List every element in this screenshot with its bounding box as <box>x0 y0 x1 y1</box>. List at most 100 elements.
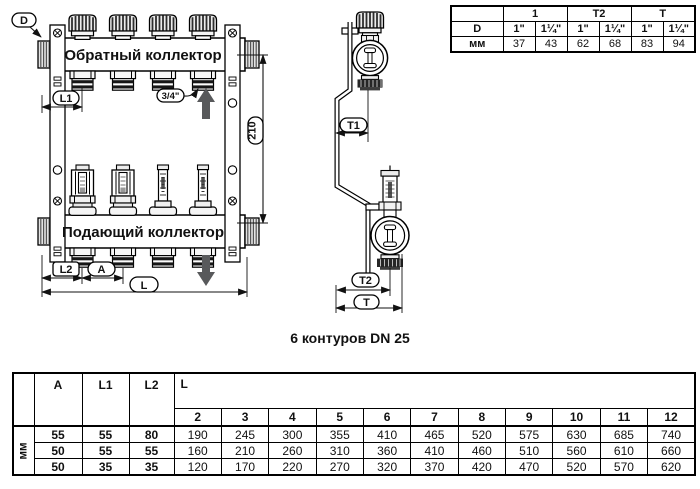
side-valve-bottom <box>370 165 410 270</box>
cell: 55 <box>81 442 130 459</box>
outlet-nut-top-1 <box>69 70 96 91</box>
svg-text:L2: L2 <box>60 264 73 276</box>
flow-meter-2 <box>109 164 137 208</box>
group-header-t2: T2 <box>566 5 632 22</box>
cell: 50 <box>33 442 83 459</box>
circuit-header: 11 <box>599 408 649 427</box>
supply-manifold-body <box>37 214 260 249</box>
dimensions-table: A L1 L2 L 2 3 4 5 6 7 8 9 10 11 12 мм 55… <box>12 372 696 476</box>
table-row: D 1" 1¼" 1" 1¼" 1" 1¼" <box>450 21 696 37</box>
dim-a: A <box>81 261 124 284</box>
circuit-header: 10 <box>552 408 601 427</box>
side-view: T1 T2 <box>334 11 410 313</box>
cell: 320 <box>362 458 412 476</box>
cell: 410 <box>410 442 459 459</box>
col-header-l: L <box>173 372 696 409</box>
cell: 190 <box>173 425 222 443</box>
cell: 160 <box>173 442 222 459</box>
cell: 660 <box>647 442 696 459</box>
cell: 520 <box>457 425 507 443</box>
circuit-header: 12 <box>647 408 696 427</box>
cell: 50 <box>33 458 83 476</box>
front-view: Обратный коллектор Подающий коллектор D <box>11 12 268 297</box>
cell: 245 <box>220 425 270 443</box>
cell: 1¼" <box>534 21 568 37</box>
cell: 465 <box>410 425 459 443</box>
outlet-nut-top-4 <box>189 70 217 91</box>
circuit-header: 6 <box>362 408 412 427</box>
dim-t1: T1 <box>335 90 369 142</box>
group-header-t: T <box>630 5 696 22</box>
corner-cell <box>12 372 35 427</box>
cell: 35 <box>128 458 175 476</box>
cell: 370 <box>410 458 459 476</box>
mounting-rail-left <box>49 24 66 263</box>
cell: 80 <box>128 425 175 443</box>
bracket-pin-bottom <box>365 203 380 211</box>
mounting-rail-right <box>224 24 241 263</box>
table-row: 50 35 35 120 170 220 270 320 370 420 470… <box>13 458 696 476</box>
cell: 1" <box>502 21 536 37</box>
cell: 94 <box>662 36 696 53</box>
valve-knob-1 <box>68 14 97 41</box>
table-row: мм 37 43 62 68 83 94 <box>450 36 696 53</box>
col-header-a: A <box>33 372 83 427</box>
mounting-bracket-side <box>334 22 371 284</box>
cell: 685 <box>599 425 649 443</box>
col-header-l1: L1 <box>81 372 130 427</box>
cell: 355 <box>315 425 364 443</box>
cell: 62 <box>566 36 600 53</box>
outlet-nut-top-2 <box>109 70 137 91</box>
cell: 270 <box>315 458 364 476</box>
table-row: 50 55 55 160 210 260 310 360 410 460 510… <box>13 442 696 459</box>
cell: 1" <box>566 21 600 37</box>
caption: 6 контуров DN 25 <box>290 330 410 346</box>
outlet-nut-top-3 <box>149 70 177 91</box>
cell: 360 <box>362 442 412 459</box>
svg-text:210: 210 <box>247 121 259 139</box>
circuit-header: 2 <box>173 408 222 427</box>
cell: 630 <box>552 425 601 443</box>
return-manifold-label: Обратный коллектор <box>64 47 221 64</box>
dim-t: T <box>335 254 403 313</box>
flow-meter-4 <box>194 164 212 208</box>
cell: 510 <box>505 442 554 459</box>
circuit-header: 3 <box>220 408 270 427</box>
col-header-l2: L2 <box>128 372 175 427</box>
group-header-1: 1 <box>502 5 568 22</box>
circuit-header: 5 <box>315 408 364 427</box>
cell: 740 <box>647 425 696 443</box>
cell: 300 <box>268 425 317 443</box>
outlet-nut-bottom-2 <box>109 247 137 268</box>
cell: 470 <box>505 458 554 476</box>
cell: 55 <box>128 442 175 459</box>
svg-text:3/4": 3/4" <box>162 91 180 102</box>
flow-up-arrow <box>197 88 215 119</box>
dim-l: L <box>41 257 248 297</box>
supply-manifold-label: Подающий коллектор <box>62 224 224 241</box>
cell: 1¼" <box>662 21 696 37</box>
cell: 1" <box>630 21 664 37</box>
outlet-boss-3 <box>148 206 178 216</box>
circuit-header: 4 <box>268 408 317 427</box>
male-thread-right-bottom <box>244 217 260 246</box>
outlet-boss-4 <box>188 206 218 216</box>
side-valve-top <box>351 11 389 91</box>
table-row: 1 T2 T <box>450 5 696 22</box>
dim-t2: T2 <box>336 268 391 296</box>
dim-label-d: D <box>11 12 42 38</box>
outlet-boss-1 <box>68 206 97 216</box>
dim-l1: L1 <box>41 88 83 113</box>
svg-text:T1: T1 <box>347 120 360 132</box>
table-row: мм 55 55 80 190 245 300 355 410 465 520 … <box>12 425 696 476</box>
cell: 55 <box>33 425 83 443</box>
cell: 210 <box>220 442 270 459</box>
cell: 1¼" <box>598 21 632 37</box>
row-label-d: D <box>450 21 504 37</box>
circuit-header: 8 <box>457 408 507 427</box>
cell: 420 <box>457 458 507 476</box>
cell: 560 <box>552 442 601 459</box>
male-thread-right-top <box>244 40 260 69</box>
svg-text:T2: T2 <box>359 275 372 287</box>
